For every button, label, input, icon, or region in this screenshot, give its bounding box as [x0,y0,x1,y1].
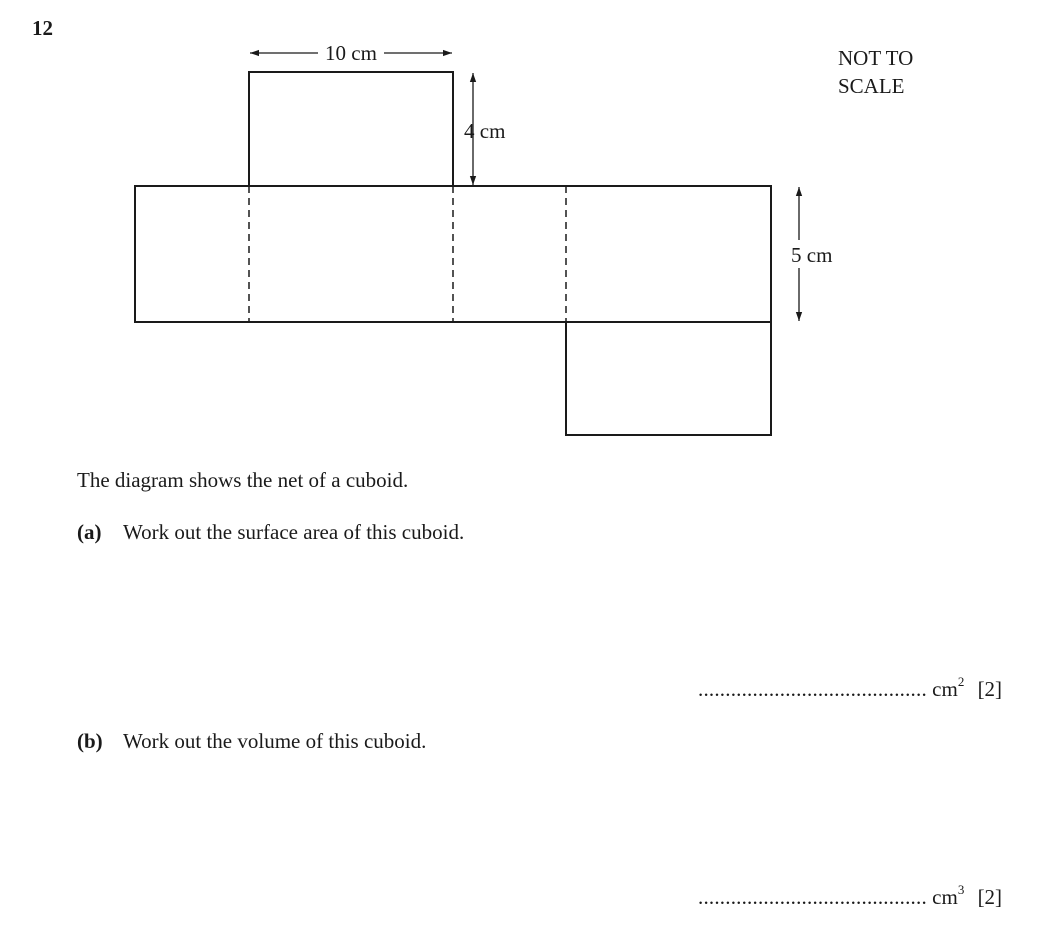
part-b-text: Work out the volume of this cuboid. [123,729,427,753]
not-to-scale-note: NOT TO SCALE [838,44,913,100]
top-height-label: 4 cm [464,119,505,143]
intro-text: The diagram shows the net of a cuboid. [77,468,409,492]
part-b-unit: cm [932,885,958,909]
net-bottom-face [565,321,772,436]
part-a-marks: [2] [977,677,1003,701]
cuboid-net-diagram: 10 cm 4 cm 5 cm [134,41,832,436]
width-label: 10 cm [325,41,377,65]
part-a-label: (a) [77,520,102,544]
part-a-unit-power: 2 [957,674,965,689]
net-main-strip [134,185,772,323]
part-b-label: (b) [77,729,103,753]
part-a: (a) Work out the surface area of this cub… [77,520,464,545]
side-height-label: 5 cm [791,243,832,267]
part-a-answer-line[interactable]: ........................................… [698,674,1003,702]
net-top-face [248,71,454,187]
part-a-unit: cm [932,677,958,701]
not-to-scale-line-1: NOT TO [838,46,914,70]
question-number: 12 [32,16,53,40]
not-to-scale-line-2: SCALE [838,74,905,98]
part-b-answer-line[interactable]: ........................................… [698,882,1003,910]
part-b-marks: [2] [977,885,1003,909]
part-b-unit-power: 3 [957,882,965,897]
part-a-text: Work out the surface area of this cuboid… [123,520,465,544]
part-b-answer-dots[interactable]: ........................................… [698,885,927,909]
part-b: (b) Work out the volume of this cuboid. [77,729,426,754]
part-a-answer-dots[interactable]: ........................................… [698,677,927,701]
